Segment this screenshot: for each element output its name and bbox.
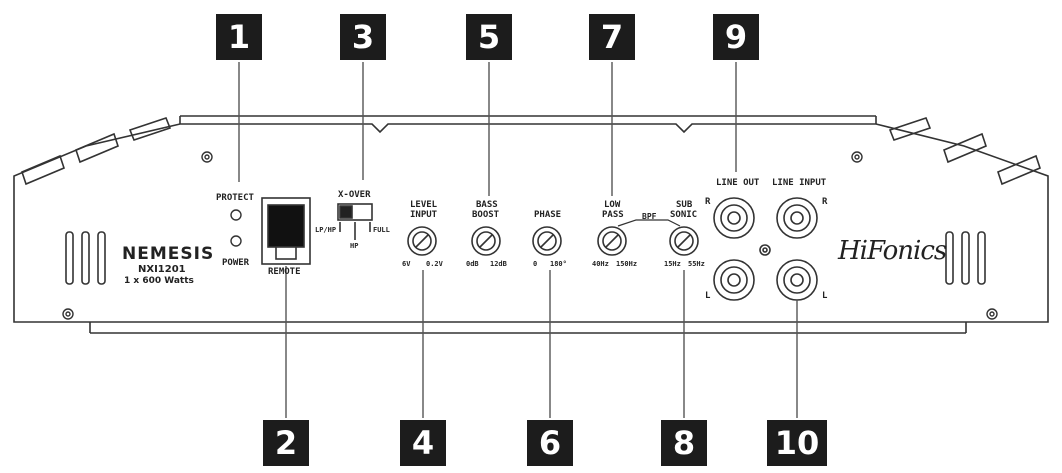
low-label: LOW — [604, 200, 621, 210]
bass-max-label: 12dB — [490, 260, 507, 268]
subsonic-min-label: 15Hz — [664, 260, 681, 268]
subsonic-max-label: 55Hz — [688, 260, 705, 268]
mounting-screws — [62, 151, 998, 320]
knob-subsonic — [669, 226, 699, 256]
knob-low-pass — [597, 226, 627, 256]
callout-3: 3 — [340, 14, 386, 60]
model-power: 1 x 600 Watts — [124, 276, 194, 286]
boost-label: BOOST — [472, 210, 500, 220]
x-over-bottom-label: HP — [350, 242, 359, 250]
callout-5: 5 — [466, 14, 512, 60]
knob-level — [407, 226, 437, 256]
model-name: NEMESIS — [122, 244, 215, 264]
callout-2: 2 — [263, 420, 309, 466]
heatsink-fins-right — [888, 117, 1041, 285]
line-out-label: LINE OUT — [716, 178, 760, 188]
phase-min-label: 0 — [533, 260, 538, 268]
knob-bass-boost — [471, 226, 501, 256]
input-label: INPUT — [410, 210, 438, 220]
bpf-bracket — [617, 219, 681, 227]
level-max-label: 0.2V — [426, 260, 443, 268]
callout-6: 6 — [527, 420, 573, 466]
bass-min-label: 0dB — [466, 260, 479, 268]
heatsink-fins-left — [21, 117, 172, 285]
pass-label: PASS — [602, 210, 624, 220]
callout-8: 8 — [661, 420, 707, 466]
callout-7: 7 — [589, 14, 635, 60]
callout-9: 9 — [713, 14, 759, 60]
x-over-left-label: LP/HP — [315, 226, 337, 234]
callout-1: 1 — [216, 14, 262, 60]
lowpass-min-label: 40Hz — [592, 260, 609, 268]
sub-label: SUB — [676, 200, 693, 210]
lowpass-max-label: 150Hz — [616, 260, 638, 268]
x-over-right-label: FULL — [373, 226, 390, 234]
line-input-r-label: R — [822, 197, 828, 207]
level-min-label: 6V — [402, 260, 411, 268]
sonic-label: SONIC — [670, 210, 698, 220]
line-out-r-label: R — [705, 197, 711, 207]
callout-10: 10 — [767, 420, 827, 466]
power-label: POWER — [222, 258, 250, 268]
line-input-l-label: L — [822, 291, 828, 301]
line-input-label: LINE INPUT — [772, 178, 827, 188]
bpf-label: BPF — [642, 212, 657, 221]
hifonics-logo: HiFonics — [838, 236, 947, 266]
x-over-title: X-OVER — [338, 190, 371, 200]
model-code: NXI1201 — [138, 264, 186, 275]
amplifier-outline — [13, 115, 1049, 334]
phase-label: PHASE — [534, 210, 562, 220]
power-led — [230, 235, 242, 247]
remote-label: REMOTE — [268, 267, 301, 277]
bass-label: BASS — [476, 200, 498, 210]
x-over-switch — [337, 203, 373, 240]
rca-jacks — [713, 197, 818, 301]
level-label: LEVEL — [410, 200, 438, 210]
remote-port — [261, 197, 311, 265]
protect-led — [230, 209, 242, 221]
line-out-l-label: L — [705, 291, 711, 301]
callout-4: 4 — [400, 420, 446, 466]
protect-label: PROTECT — [216, 193, 254, 203]
callout-leader-lines — [238, 62, 798, 418]
knob-phase — [532, 226, 562, 256]
phase-max-label: 180° — [550, 260, 567, 268]
